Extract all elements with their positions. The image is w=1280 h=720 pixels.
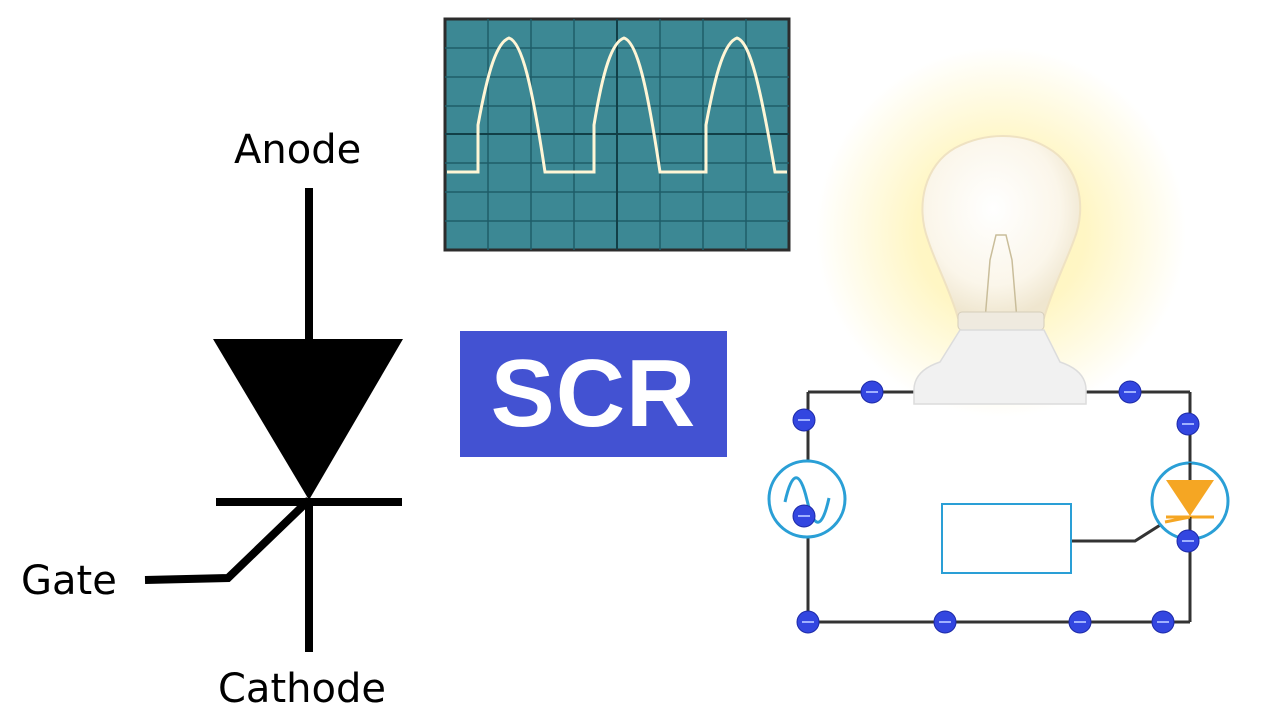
node-dot: [1118, 380, 1142, 404]
scr-symbol-small: [1150, 461, 1230, 541]
node-dot: [1068, 610, 1092, 634]
diode-triangle: [213, 339, 403, 500]
circuit-diagram: [767, 47, 1230, 634]
scr-symbol: [144, 188, 403, 652]
node-dot: [1151, 610, 1175, 634]
gate-lead: [144, 497, 312, 584]
trigger-circuit-box: [941, 503, 1072, 574]
gate-label: Gate: [21, 558, 117, 604]
scr-title-badge: SCR: [460, 331, 727, 457]
node-dot: [796, 610, 820, 634]
node-dot: [860, 380, 884, 404]
node-dot: [1176, 412, 1200, 436]
anode-label: Anode: [234, 127, 362, 173]
cathode-label: Cathode: [218, 666, 386, 712]
node-dot: [933, 610, 957, 634]
scope-axes: [445, 19, 789, 250]
node-dot: [1176, 529, 1200, 553]
light-bulb-icon: [913, 135, 1087, 405]
ac-source-icon: [767, 459, 847, 539]
oscilloscope-display: [443, 17, 791, 252]
trigger-pulses: [480, 206, 769, 246]
scope-waveform: [447, 36, 787, 174]
node-dot: [792, 504, 816, 528]
circuit-node-dots: [792, 380, 1200, 634]
node-dot: [792, 408, 816, 432]
